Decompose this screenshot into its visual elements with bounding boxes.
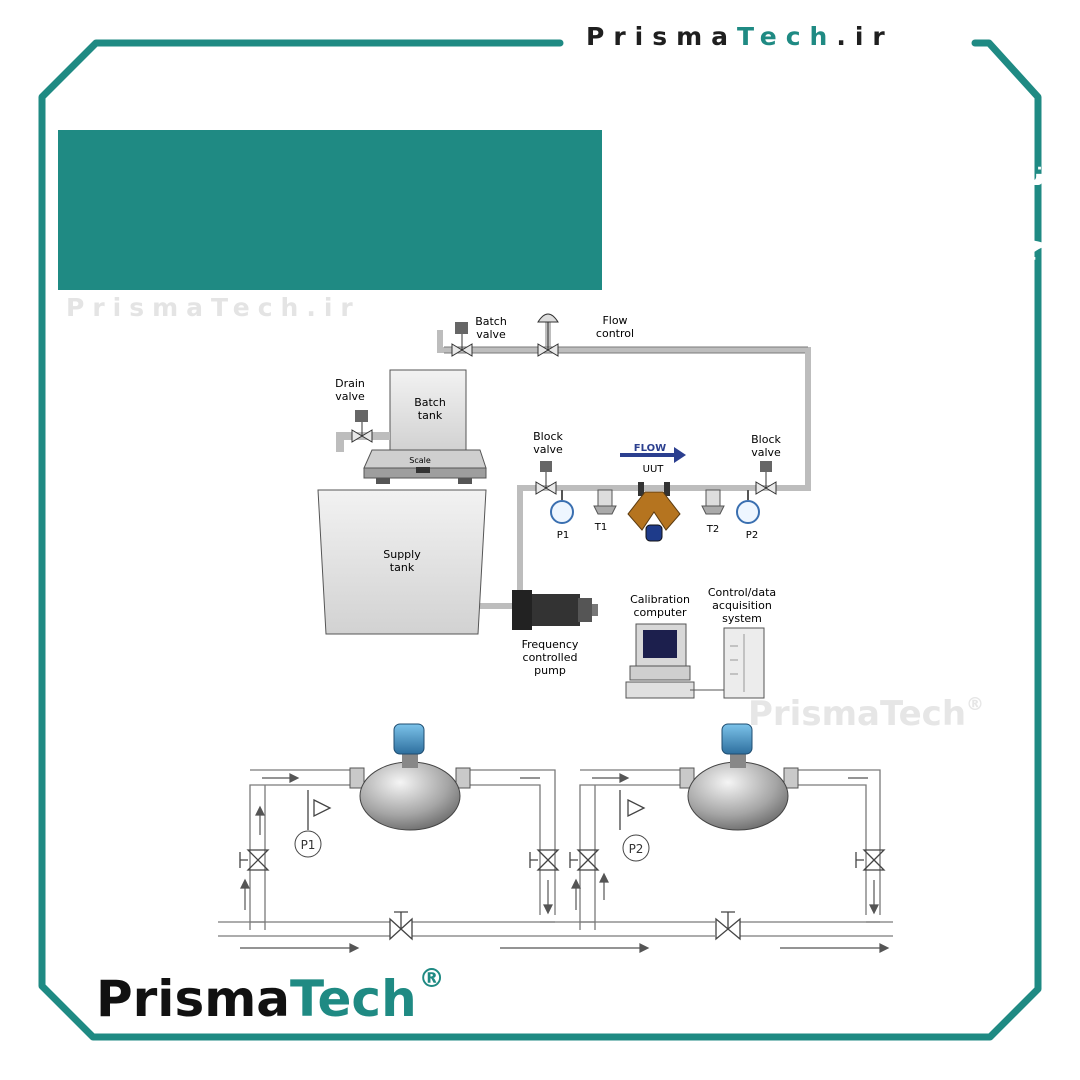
- batch-valve: [451, 322, 473, 357]
- control-system-label-3: system: [722, 612, 762, 625]
- temp-sensor-t1: [593, 489, 617, 515]
- gauge-p2: [622, 834, 650, 862]
- calibration-computer: [625, 623, 724, 699]
- batch-tank-label-1: Batch: [414, 396, 446, 409]
- title-line-1: نصب فلومتر کوریولیس: [611, 150, 1046, 194]
- p1-label: P1: [557, 530, 569, 541]
- pump-label-3: pump: [534, 664, 566, 677]
- drain-valve-label-1: Drain: [335, 377, 365, 390]
- block-valve-left: [535, 461, 557, 495]
- flow-control-label-2: control: [596, 327, 634, 340]
- supply-tank-label-1: Supply: [383, 548, 421, 561]
- watermark-url: PrismaTech.ir: [66, 293, 361, 322]
- batch-valve-label-2: valve: [476, 328, 506, 341]
- control-system-label-1: Control/data: [708, 586, 776, 599]
- drain-valve: [336, 410, 390, 452]
- flow-control-label-1: Flow: [602, 314, 627, 327]
- gauge-p1: [294, 830, 322, 858]
- block-valve-left-label-2: valve: [533, 443, 563, 456]
- pump-label-1: Frequency: [522, 638, 579, 651]
- installation-schematic: [218, 769, 893, 937]
- batch-valve-label-1: Batch: [475, 315, 507, 328]
- block-valve-right: [755, 461, 777, 495]
- pump: [512, 590, 598, 630]
- control-system-label-2: acquisition: [712, 599, 772, 612]
- t1-label: T1: [594, 522, 607, 533]
- flow-direction-arrows: [240, 773, 890, 953]
- gauge-p2-label: P2: [629, 842, 644, 856]
- block-valve-right-label-2: valve: [751, 446, 781, 459]
- brand-logo: PrismaTech®: [96, 964, 445, 1028]
- gauge-p1-label: P1: [301, 838, 316, 852]
- block-valve-right-label-1: Block: [751, 433, 781, 446]
- calibration-computer-label-2: computer: [633, 606, 687, 619]
- title-line-2: چگونه است؟: [809, 220, 1046, 264]
- uut-meter: [627, 482, 681, 542]
- batch-tank-label-2: tank: [418, 409, 443, 422]
- title-box: [58, 130, 602, 290]
- scale-label: Scale: [409, 456, 431, 465]
- supply-tank: [317, 489, 487, 635]
- batch-tank: [389, 369, 467, 451]
- calibration-computer-label-1: Calibration: [630, 593, 690, 606]
- pressure-gauge-p1: [550, 490, 574, 524]
- flow-label: FLOW: [634, 443, 666, 454]
- flow-control-valve: [537, 313, 559, 357]
- site-url-top: PrismaTech.ir: [586, 22, 894, 51]
- pressure-gauge-p2: [736, 490, 760, 524]
- watermark-logo: PrismaTech®: [748, 694, 985, 734]
- temp-sensor-t2: [701, 489, 725, 515]
- coriolis-sensor-left: [349, 723, 471, 831]
- scale: [363, 449, 487, 484]
- flow-arrow: [620, 447, 686, 463]
- drain-valve-label-2: valve: [335, 390, 365, 403]
- p2-label: P2: [746, 530, 758, 541]
- coriolis-sensor-right: [679, 723, 799, 831]
- uut-label: UUT: [643, 464, 665, 475]
- block-valve-left-label-1: Block: [533, 430, 563, 443]
- control-cabinet: [723, 627, 765, 699]
- schematic-valves: [239, 790, 886, 941]
- pump-label-2: controlled: [523, 651, 578, 664]
- t2-label: T2: [706, 524, 719, 535]
- main-pipe: [437, 315, 811, 609]
- supply-tank-label-2: tank: [390, 561, 415, 574]
